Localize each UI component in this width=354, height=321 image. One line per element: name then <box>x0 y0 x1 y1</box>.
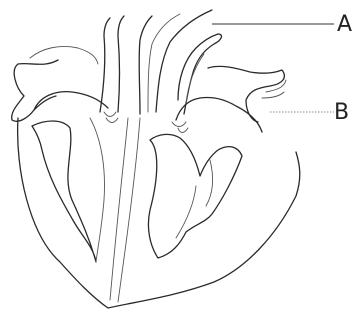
aorta-inner <box>148 14 180 112</box>
left-vessel-inner <box>30 46 98 64</box>
ventricular-septum-edge <box>118 118 140 302</box>
vessel-a-inner <box>186 54 204 104</box>
ventricular-septum <box>110 118 128 300</box>
pulmonary-trunk-left <box>100 18 110 112</box>
vessel-a-branch <box>178 34 221 114</box>
vessel-b-end <box>262 80 286 98</box>
label-b: B <box>334 100 349 125</box>
left-vessel <box>12 60 58 121</box>
pulmonary-trunk-right <box>118 16 124 112</box>
right-ventricle-inner <box>90 118 104 262</box>
heart-outer-wall <box>18 118 300 308</box>
left-ventricle <box>148 134 242 258</box>
vessel-b <box>208 66 284 122</box>
valve-left <box>172 122 188 133</box>
right-ventricle <box>32 121 96 262</box>
label-a: A <box>337 12 352 37</box>
aorta-left <box>139 16 152 114</box>
valve-right <box>104 112 118 123</box>
